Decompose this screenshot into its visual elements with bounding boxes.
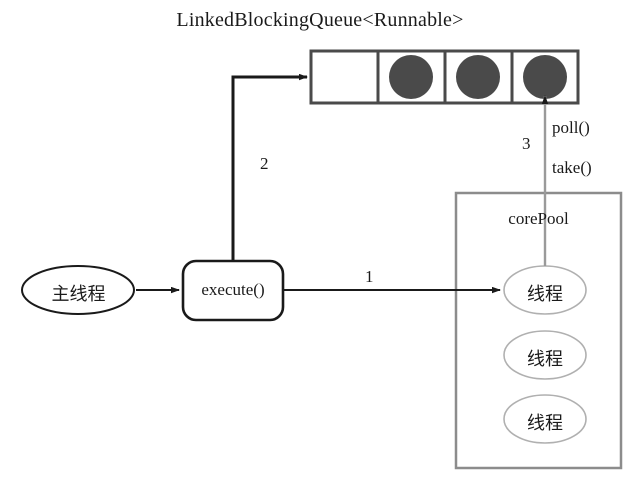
- edge-label-poll: poll(): [552, 118, 590, 137]
- worker-label-0: 线程: [527, 284, 563, 304]
- main-thread-ellipse: [21, 265, 135, 315]
- execute-label: execute(): [201, 280, 265, 299]
- worker-ellipse-1: [503, 330, 587, 380]
- core-pool-label: corePool: [508, 209, 569, 228]
- main-thread-label: 主线程: [51, 284, 106, 304]
- queue-container: [309, 49, 580, 105]
- edge-label-step-2: 2: [260, 154, 269, 173]
- edge-execute-to-queue: [231, 73, 308, 261]
- queue-title: LinkedBlockingQueue<Runnable>: [176, 9, 464, 31]
- edge-label-take: take(): [552, 158, 592, 177]
- worker-ellipse-2: [503, 394, 587, 444]
- worker-label-1: 线程: [527, 349, 563, 369]
- edge-label-step-1: 1: [365, 267, 374, 286]
- worker-label-2: 线程: [527, 413, 563, 433]
- queue-task-circle-3: [523, 55, 567, 99]
- edge-label-step-3: 3: [522, 134, 531, 153]
- queue-task-circle-2: [456, 55, 500, 99]
- core-pool-container: [454, 191, 623, 470]
- queue-task-circle-1: [389, 55, 433, 99]
